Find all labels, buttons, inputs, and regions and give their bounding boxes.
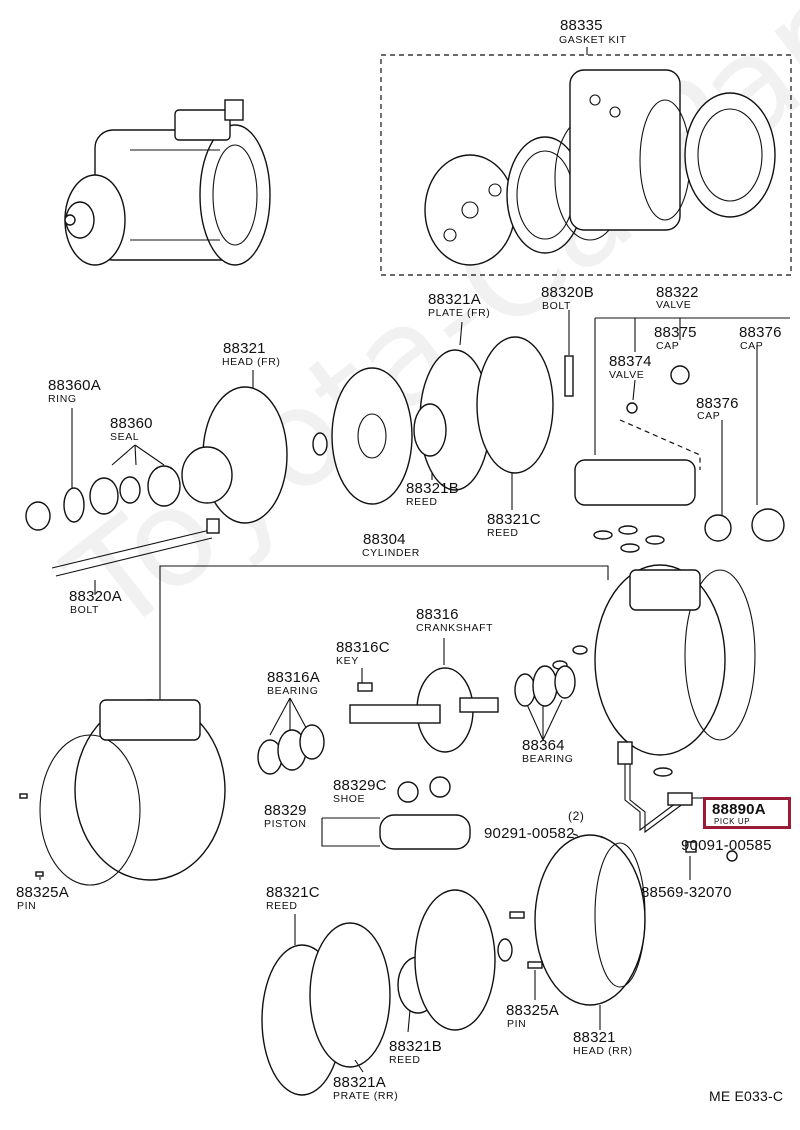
part-88316a-name: BEARING [267,685,319,697]
part-88321a-top-number[interactable]: 88321A [428,291,481,308]
part-88325a-left-name: PIN [17,900,37,912]
part-88376-a-number[interactable]: 88376 [739,324,782,341]
part-88321-top-name: HEAD (FR) [222,356,281,368]
front-head-illustration [25,336,574,595]
rear-head-illustration [261,834,646,1096]
part-88375-name: CAP [656,340,680,352]
pickup-sensor-illustration [598,741,738,862]
part-88321c-bot-name: REED [266,900,298,912]
part-88329c-number[interactable]: 88329C [333,777,387,794]
part-88316c-number[interactable]: 88316C [336,639,390,656]
part-88321b-top-number[interactable]: 88321B [406,480,459,497]
part-88329-number[interactable]: 88329 [264,802,307,819]
part-88376-b-number[interactable]: 88376 [696,395,739,412]
part-90091-number[interactable]: 90091-00585 [681,837,772,854]
part-88360a-number[interactable]: 88360A [48,377,101,394]
part-88321c-top-name: REED [487,527,519,539]
compressor-assembly-illustration [64,99,271,266]
part-88360a-name: RING [48,393,77,405]
part-88360-number[interactable]: 88360 [110,415,153,432]
part-88325a-right-name: PIN [507,1018,527,1030]
valve-assembly-illustration [574,365,785,553]
part-88321a-top-name: PLATE (FR) [428,307,491,319]
part-88360-name: SEAL [110,431,140,443]
part-88322-name: VALVE [656,299,692,311]
part-88316-number[interactable]: 88316 [416,606,459,623]
part-88304-name: CYLINDER [362,547,420,559]
part-88321-bot-name: HEAD (RR) [573,1045,633,1057]
part-88375-number[interactable]: 88375 [654,324,697,341]
part-88316c-name: KEY [336,655,359,667]
part-88329c-name: SHOE [333,793,366,805]
part-88890a-number[interactable]: 88890A [712,801,766,818]
part-88321-bot-number[interactable]: 88321 [573,1029,616,1046]
part-88321c-top-number[interactable]: 88321C [487,511,541,528]
part-88320a-name: BOLT [70,604,100,616]
part-88335-number[interactable]: 88335 [560,17,603,34]
part-88321b-bot-number[interactable]: 88321B [389,1038,442,1055]
part-88322-number[interactable]: 88322 [656,284,699,301]
part-88335-name: GASKET KIT [559,34,627,46]
part-88320b-number[interactable]: 88320B [541,284,594,301]
part-88321-top-number[interactable]: 88321 [223,340,266,357]
part-88321a-bot-number[interactable]: 88321A [333,1074,386,1091]
part-88364-number[interactable]: 88364 [522,737,565,754]
part-88320b-name: BOLT [542,300,572,312]
piston-illustration [379,776,471,850]
part-90291-qty: (2) [568,809,585,823]
part-88376-b-name: CAP [697,410,721,422]
part-88376-a-name: CAP [740,340,764,352]
gasket-kit-illustration [424,69,776,266]
part-88321b-top-name: REED [406,496,438,508]
part-88569-number[interactable]: 88569-32070 [641,884,732,901]
part-88321a-bot-name: PRATE (RR) [333,1090,399,1102]
part-88316-name: CRANKSHAFT [416,622,494,634]
diagram-code: ME E033-C [709,1088,784,1104]
part-88325a-left-number[interactable]: 88325A [16,884,69,901]
highlight-box-88890a [703,797,791,829]
part-88325a-right-number[interactable]: 88325A [506,1002,559,1019]
part-88374-name: VALVE [609,369,645,381]
part-88321b-bot-name: REED [389,1054,421,1066]
cylinder-illustration [39,564,756,886]
part-88329-name: PISTON [264,818,307,830]
part-88316a-number[interactable]: 88316A [267,669,320,686]
part-88320a-number[interactable]: 88320A [69,588,122,605]
part-88890a-name: PICK UP [714,818,751,825]
part-90291-number[interactable]: 90291-00582 [484,825,575,842]
part-88364-name: BEARING [522,753,574,765]
crankshaft-illustration [257,665,576,775]
part-88304-number[interactable]: 88304 [363,531,406,548]
part-88374-number[interactable]: 88374 [609,353,652,370]
part-88321c-bot-number[interactable]: 88321C [266,884,320,901]
